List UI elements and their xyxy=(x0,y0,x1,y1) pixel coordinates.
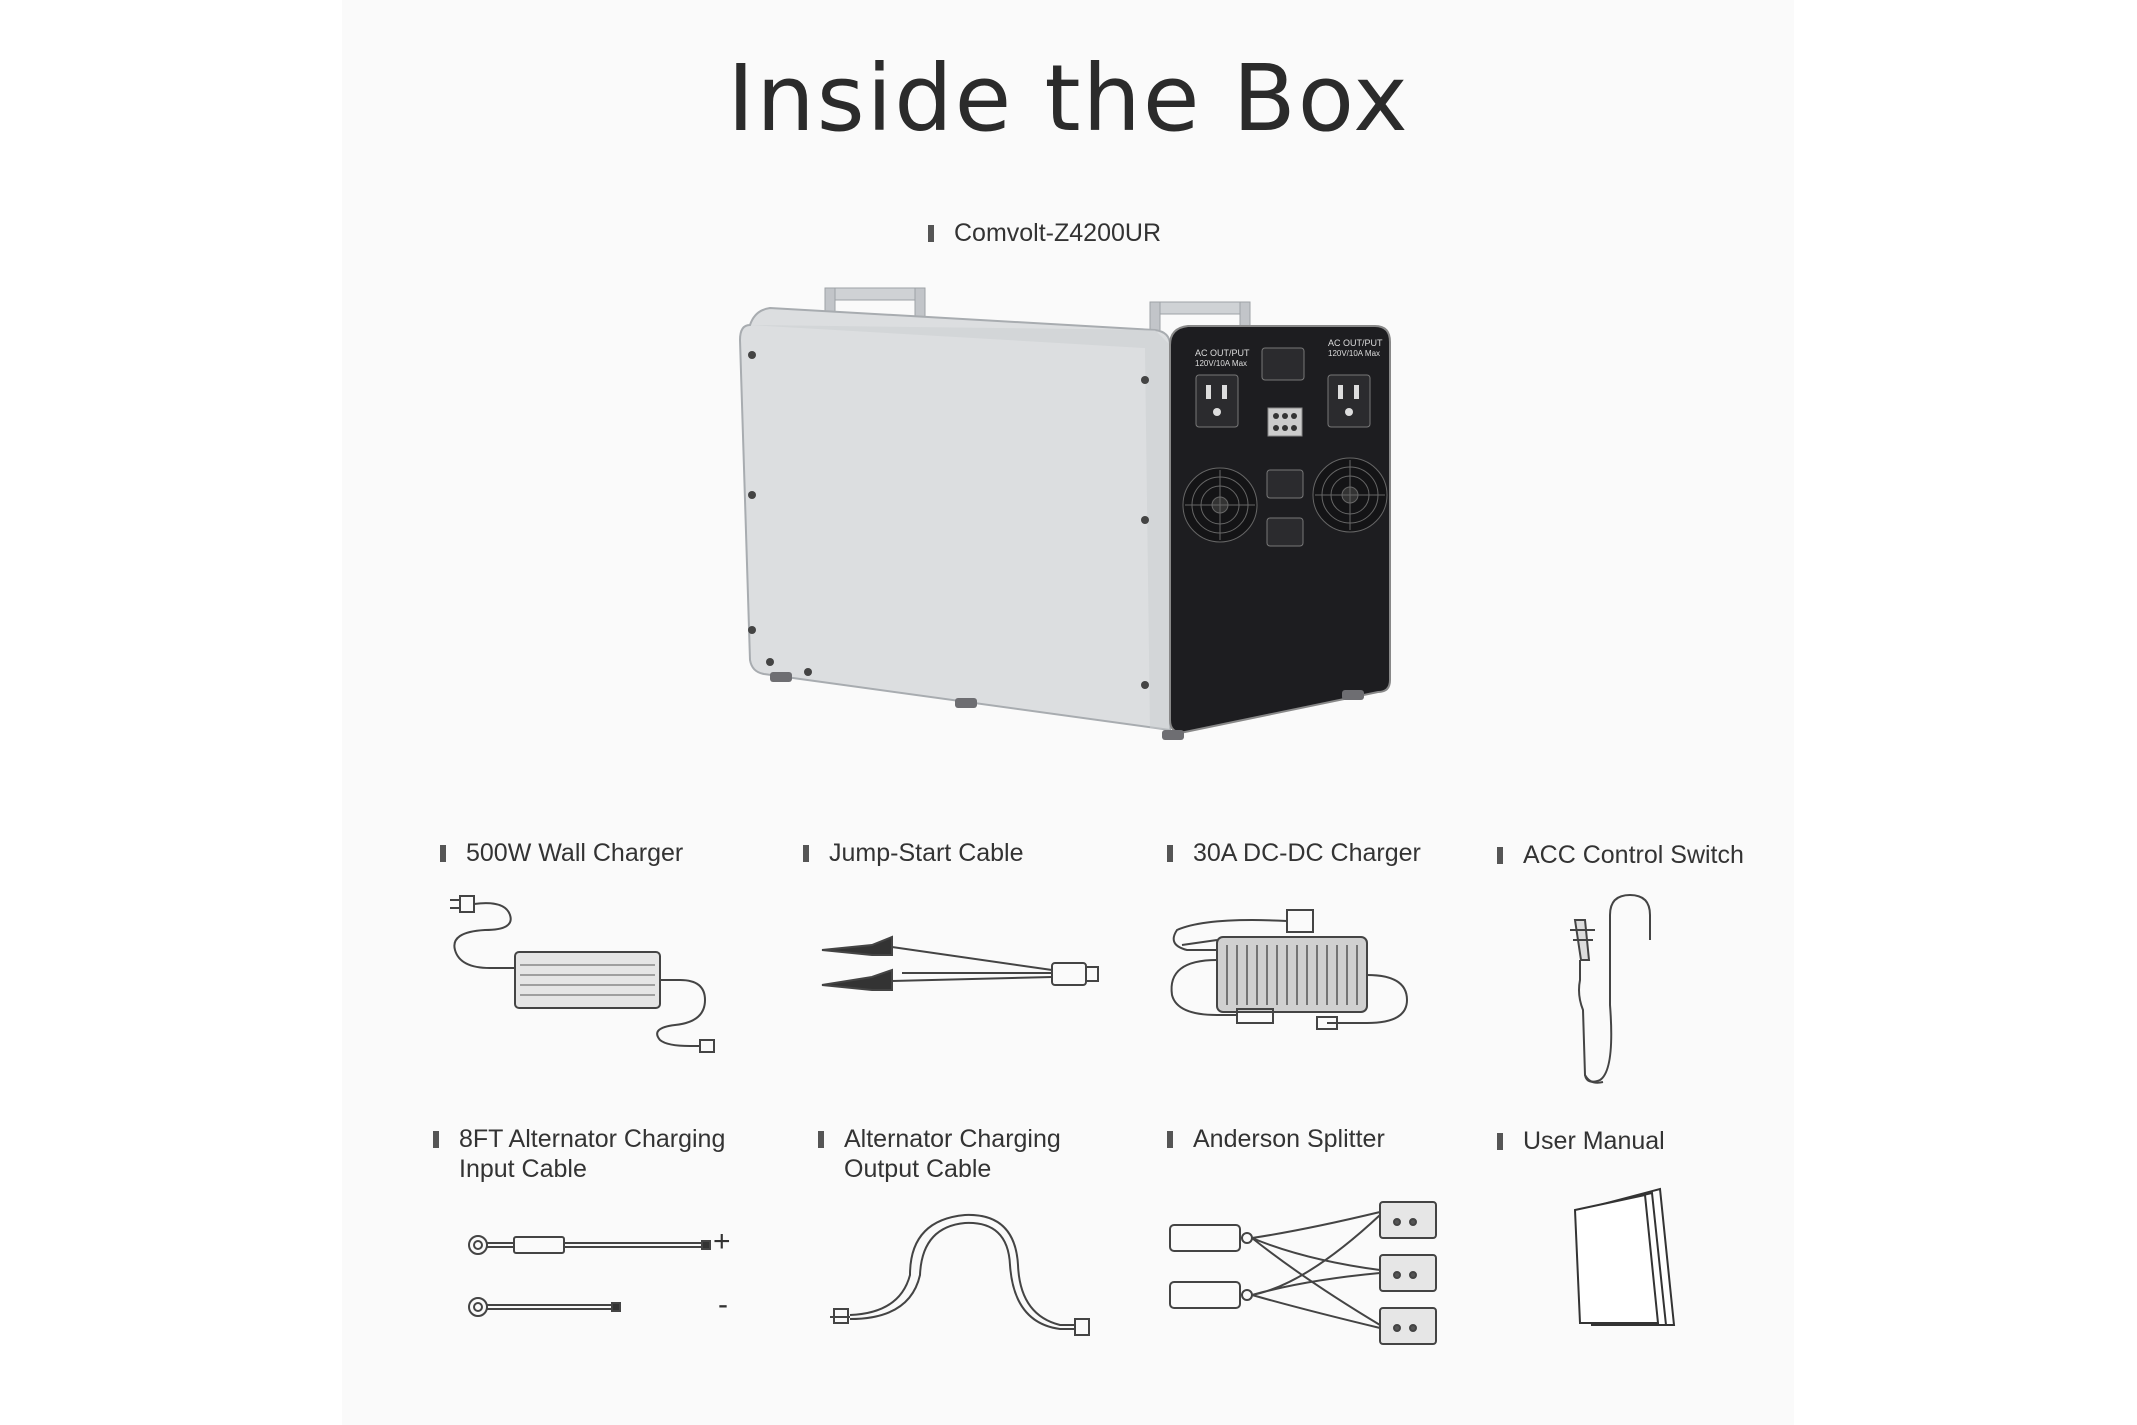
dc-dc-charger-icon xyxy=(1170,909,1409,1030)
user-manual-icon xyxy=(1573,1187,1676,1326)
ac-outlet-right xyxy=(1327,374,1371,428)
label-marker xyxy=(803,845,809,862)
label-marker xyxy=(433,1131,439,1148)
label-marker xyxy=(440,845,446,862)
label-marker xyxy=(1497,847,1503,864)
item-label-text: 30A DC-DC Charger xyxy=(1193,839,1421,867)
alternator-input-cable-icon xyxy=(468,1235,711,1317)
item-label-text: ACC Control Switch xyxy=(1523,841,1744,869)
ac-out-left-rating: 120V/10A Max xyxy=(1195,359,1247,368)
item-label-text: 8FT Alternator Charging Input Cable xyxy=(459,1125,726,1183)
jump-start-cable-icon xyxy=(821,935,1099,991)
item-label-wall-charger: 500W Wall Charger xyxy=(440,838,683,868)
wall-charger-icon xyxy=(450,895,715,1053)
terminal-block xyxy=(1267,407,1303,437)
fan-left xyxy=(1182,467,1258,543)
ac-out-right-rating: 120V/10A Max xyxy=(1328,349,1380,358)
item-label-acc-switch: ACC Control Switch xyxy=(1497,840,1744,870)
power-station-image: AC OUT/PUT 120V/10A Max AC OUT/PUT 120V/… xyxy=(738,287,1391,740)
page-title: Inside the Box xyxy=(727,45,1410,152)
anderson-splitter-icon xyxy=(1169,1201,1437,1345)
feet xyxy=(770,672,1364,740)
label-marker xyxy=(1167,1131,1173,1148)
anderson-port-2 xyxy=(1266,517,1304,547)
ac-out-right-text: AC OUT/PUT xyxy=(1328,338,1383,348)
fan-right xyxy=(1312,457,1388,533)
product-name: Comvolt-Z4200UR xyxy=(954,219,1162,247)
handle-left xyxy=(824,287,926,319)
plus-terminal-mark: + xyxy=(713,1225,731,1258)
label-marker xyxy=(818,1131,824,1148)
item-label-text: 500W Wall Charger xyxy=(466,839,684,867)
dc-port-top xyxy=(1261,347,1305,381)
minus-terminal-mark: - xyxy=(718,1288,728,1321)
anderson-port-1 xyxy=(1266,469,1304,499)
label-marker xyxy=(928,225,934,242)
product-name-label: Comvolt-Z4200UR xyxy=(928,218,1161,248)
item-label-text: Alternator Charging Output Cable xyxy=(844,1125,1061,1183)
item-label-dc-dc: 30A DC-DC Charger xyxy=(1167,838,1421,868)
item-label-text: Anderson Splitter xyxy=(1193,1125,1385,1153)
item-label-text: Jump-Start Cable xyxy=(829,839,1024,867)
label-marker xyxy=(1497,1133,1503,1150)
item-label-manual: User Manual xyxy=(1497,1126,1665,1156)
ac-outlet-left xyxy=(1195,374,1239,428)
item-label-alt-input: 8FT Alternator Charging Input Cable xyxy=(433,1124,725,1184)
alternator-output-cable-icon xyxy=(830,1213,1090,1336)
screws xyxy=(748,351,1149,689)
ac-out-left-text: AC OUT/PUT xyxy=(1195,348,1250,358)
side-panel xyxy=(738,306,1171,732)
label-marker xyxy=(1167,845,1173,862)
acc-control-switch-icon xyxy=(1570,893,1651,1084)
item-label-text: User Manual xyxy=(1523,1127,1665,1155)
item-label-alt-output: Alternator Charging Output Cable xyxy=(818,1124,1061,1184)
item-label-jump-start: Jump-Start Cable xyxy=(803,838,1024,868)
item-label-anderson: Anderson Splitter xyxy=(1167,1124,1385,1154)
